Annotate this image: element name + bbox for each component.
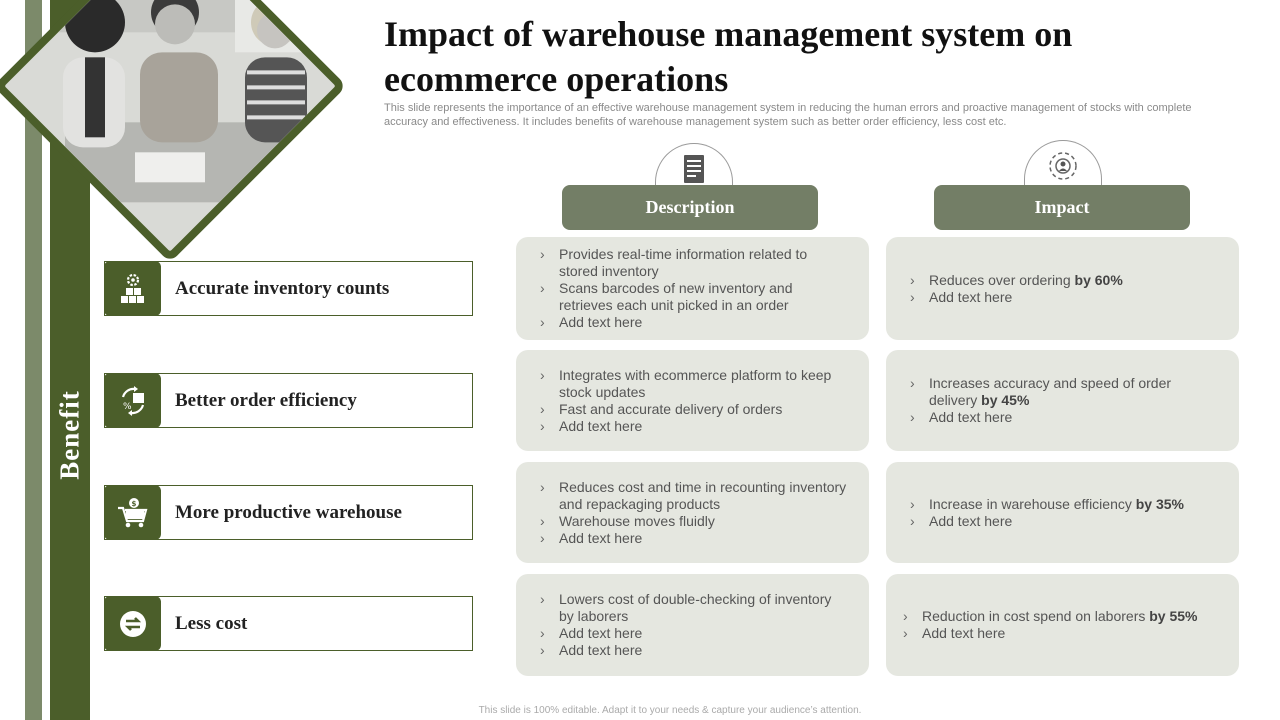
svg-text:$: $ <box>131 500 136 508</box>
impact-item: Add text here <box>910 289 1219 306</box>
svg-text:%: % <box>123 402 132 412</box>
description-item: Add text here <box>540 642 849 659</box>
description-item: Lowers cost of double-checking of invent… <box>540 591 849 625</box>
benefit-row-3: $ More productive warehouse <box>104 485 473 540</box>
description-item: Integrates with ecommerce platform to ke… <box>540 367 849 401</box>
benefit-row-4: Less cost <box>104 596 473 651</box>
description-item: Reduces cost and time in recounting inve… <box>540 479 849 513</box>
impact-item: Increases accuracy and speed of order de… <box>910 375 1219 409</box>
benefit-row-2: % Better order efficiency <box>104 373 473 428</box>
benefit-label: Better order efficiency <box>175 389 357 411</box>
impact-item: Reduces over ordering by 60% <box>910 272 1219 289</box>
description-item: Add text here <box>540 418 849 435</box>
description-item: Add text here <box>540 625 849 642</box>
impact-card-3: Increase in warehouse efficiency by 35% … <box>886 462 1239 563</box>
benefit-label: Accurate inventory counts <box>175 277 390 299</box>
benefit-label: Less cost <box>175 612 248 634</box>
description-card-4: Lowers cost of double-checking of invent… <box>516 574 869 676</box>
page-title: Impact of warehouse management system on… <box>384 14 1073 99</box>
description-card-2: Integrates with ecommerce platform to ke… <box>516 350 869 451</box>
box-cycle-icon: % <box>104 373 161 428</box>
description-item: Add text here <box>540 314 849 331</box>
impact-item: Reduction in cost spend on laborers by 5… <box>903 608 1219 625</box>
impact-card-4: Reduction in cost spend on laborers by 5… <box>886 574 1239 676</box>
description-item: Warehouse moves fluidly <box>540 513 849 530</box>
description-card-1: Provides real-time information related t… <box>516 237 869 340</box>
impact-item: Add text here <box>903 625 1219 642</box>
description-item: Fast and accurate delivery of orders <box>540 401 849 418</box>
impact-item: Increase in warehouse efficiency by 35% <box>910 496 1219 513</box>
side-bar-light <box>25 0 42 720</box>
impact-card-2: Increases accuracy and speed of order de… <box>886 350 1239 451</box>
description-header: Description <box>562 185 818 230</box>
description-item: Provides real-time information related t… <box>540 246 849 280</box>
cost-cycle-icon <box>104 596 161 651</box>
benefit-row-1: Accurate inventory counts <box>104 261 473 316</box>
page-subtitle: This slide represents the importance of … <box>384 102 1192 128</box>
impact-item: Add text here <box>910 409 1219 426</box>
cart-dollar-icon: $ <box>104 485 161 540</box>
description-card-3: Reduces cost and time in recounting inve… <box>516 462 869 563</box>
benefit-label: More productive warehouse <box>175 501 402 523</box>
footer-note: This slide is 100% editable. Adapt it to… <box>478 705 862 716</box>
impact-item: Add text here <box>910 513 1219 530</box>
description-item: Scans barcodes of new inventory and retr… <box>540 280 849 314</box>
target-people-icon <box>1024 140 1102 190</box>
impact-card-1: Reduces over ordering by 60% Add text he… <box>886 237 1239 340</box>
boxes-gear-icon <box>104 261 161 316</box>
description-item: Add text here <box>540 530 849 547</box>
benefit-side-label: Benefit <box>54 390 85 480</box>
impact-header: Impact <box>934 185 1190 230</box>
